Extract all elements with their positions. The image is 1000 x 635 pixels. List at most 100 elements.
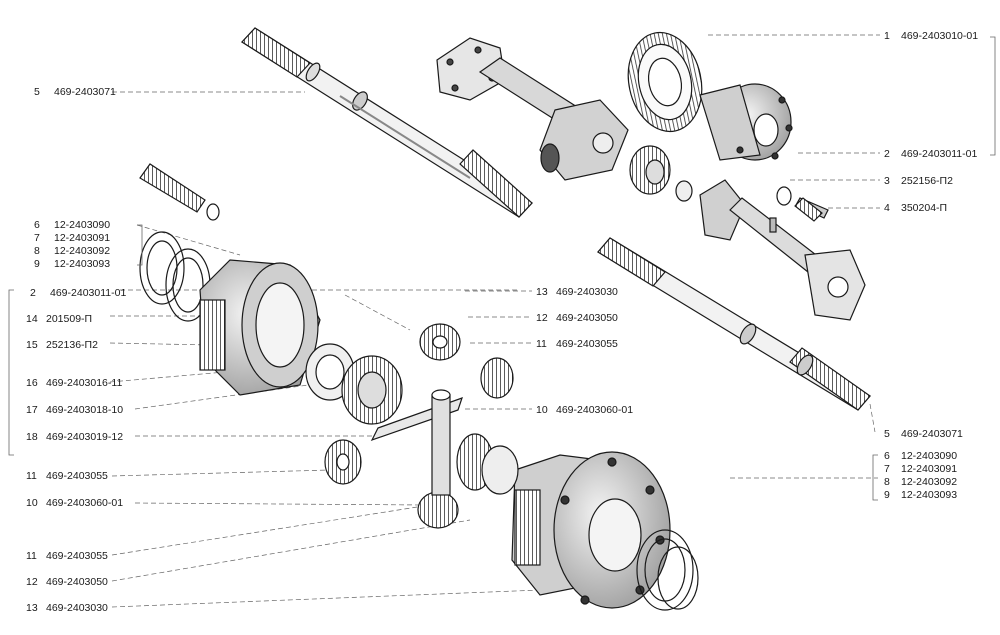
callout-number: 7 <box>884 463 890 475</box>
callout-right: 3 252156-П2 <box>884 175 953 187</box>
callout-number: 16 <box>26 377 38 389</box>
callout-left-group: 6 12-2403090 <box>34 219 110 231</box>
callout-left: 16 469-2403016-11 <box>26 377 122 389</box>
leader-line <box>111 519 471 582</box>
axle-housing-right <box>699 179 866 321</box>
callout-right-group: 7 12-2403091 <box>884 463 957 475</box>
leader-line <box>869 403 876 433</box>
leader-line <box>344 294 411 331</box>
callout-number: 8 <box>34 245 40 257</box>
callout-number: 4 <box>884 202 890 214</box>
callout-left: 2 469-2403011-01 <box>30 287 126 299</box>
callout-part-code: 469-2403016-11 <box>46 377 123 389</box>
callout-number: 11 <box>26 470 37 482</box>
axle-housing-left <box>436 37 629 181</box>
callout-part-code: 469-2403060-01 <box>46 497 124 509</box>
callout-mid: 11 469-2403055 <box>536 338 618 350</box>
callout-part-code: 12-2403091 <box>54 232 111 244</box>
callout-part-code: 12-2403093 <box>54 258 111 270</box>
callout-mid: 13 469-2403030 <box>536 286 618 298</box>
callout-mid: 12 469-2403050 <box>536 312 618 324</box>
differential-case-top <box>699 83 793 161</box>
callout-number: 11 <box>26 550 37 562</box>
leader-line <box>134 502 426 506</box>
callout-part-code: 469-2403060-01 <box>556 404 634 416</box>
callout-part-code: 469-2403030 <box>556 286 618 298</box>
callout-number: 10 <box>536 404 548 416</box>
callout-number: 2 <box>30 287 36 299</box>
callout-left-group: 8 12-2403092 <box>34 245 110 257</box>
callout-number: 17 <box>26 404 38 416</box>
callout-left: 14 201509-П <box>26 313 92 325</box>
callout-part-code: 469-2403011-01 <box>50 287 127 299</box>
callout-left: 12 469-2403050 <box>26 576 108 588</box>
callout-left: 15 252136-П2 <box>26 339 98 351</box>
callout-part-code: 469-2403018-10 <box>46 404 124 416</box>
callout-number: 12 <box>26 576 38 588</box>
callout-part-code: 469-2403055 <box>46 470 108 482</box>
callout-number: 15 <box>26 339 38 351</box>
leader-lines <box>109 34 880 608</box>
callout-number: 3 <box>884 175 890 187</box>
callout-number: 6 <box>884 450 890 462</box>
callout-part-code: 469-2403011-01 <box>901 148 978 160</box>
callout-right: 2 469-2403011-01 <box>884 148 977 160</box>
callout-number: 13 <box>26 602 38 614</box>
leader-line <box>109 342 211 346</box>
callout-number: 8 <box>884 476 890 488</box>
callout-right: 5 469-2403071 <box>884 428 963 440</box>
shim-set-right <box>636 529 699 611</box>
callout-number: 1 <box>884 30 890 42</box>
callout-part-code: 12-2403092 <box>54 245 111 257</box>
callout-number: 2 <box>884 148 890 160</box>
callout-right: 1 469-2403010-01 <box>884 30 978 42</box>
callout-part-code: 12-2403092 <box>901 476 958 488</box>
callout-part-code: 12-2403091 <box>901 463 958 475</box>
pinion-gears <box>324 323 514 529</box>
callout-left: 11 469-2403055 <box>26 470 108 482</box>
callout-number: 11 <box>536 338 547 350</box>
callout-left-group: 7 12-2403091 <box>34 232 110 244</box>
callout-number: 9 <box>34 258 40 270</box>
callout-part-code: 469-2403055 <box>46 550 108 562</box>
callout-part-code: 252156-П2 <box>901 175 953 187</box>
callout-number: 10 <box>26 497 38 509</box>
axle-shaft-top <box>241 27 533 218</box>
callout-number: 12 <box>536 312 548 324</box>
callout-part-code: 469-2403071 <box>901 428 963 440</box>
callout-mid: 10 469-2403060-01 <box>536 404 633 416</box>
callout-part-code: 12-2403093 <box>901 489 958 501</box>
callout-part-code: 469-2403050 <box>46 576 108 588</box>
callout-number: 6 <box>34 219 40 231</box>
callout-number: 13 <box>536 286 548 298</box>
bolt-left <box>139 163 823 222</box>
callout-left: 17 469-2403018-10 <box>26 404 123 416</box>
callout-right-group: 9 12-2403093 <box>884 489 957 501</box>
callout-part-code: 201509-П <box>46 313 93 325</box>
callout-number: 9 <box>884 489 890 501</box>
callout-part-code: 12-2403090 <box>54 219 111 231</box>
axle-shaft-bottom <box>597 237 871 411</box>
callout-part-code: 469-2403010-01 <box>901 30 979 42</box>
side-gear <box>341 355 403 425</box>
callout-number: 7 <box>34 232 40 244</box>
ring-gear <box>627 31 703 133</box>
callout-left: 10 469-2403060-01 <box>26 497 123 509</box>
differential-case-left <box>199 259 321 396</box>
callout-part-code: 469-2403019-12 <box>46 431 124 443</box>
group-braces <box>8 36 996 501</box>
callout-part-code: 469-2403055 <box>556 338 618 350</box>
callout-part-code: 469-2403050 <box>556 312 618 324</box>
leader-line <box>136 224 241 256</box>
leader-line <box>111 589 541 608</box>
callout-left: 11 469-2403055 <box>26 550 108 562</box>
callout-part-code: 252136-П2 <box>46 339 98 351</box>
differential-case-right <box>481 445 671 609</box>
callout-number: 14 <box>26 313 38 325</box>
callout-number: 5 <box>884 428 890 440</box>
